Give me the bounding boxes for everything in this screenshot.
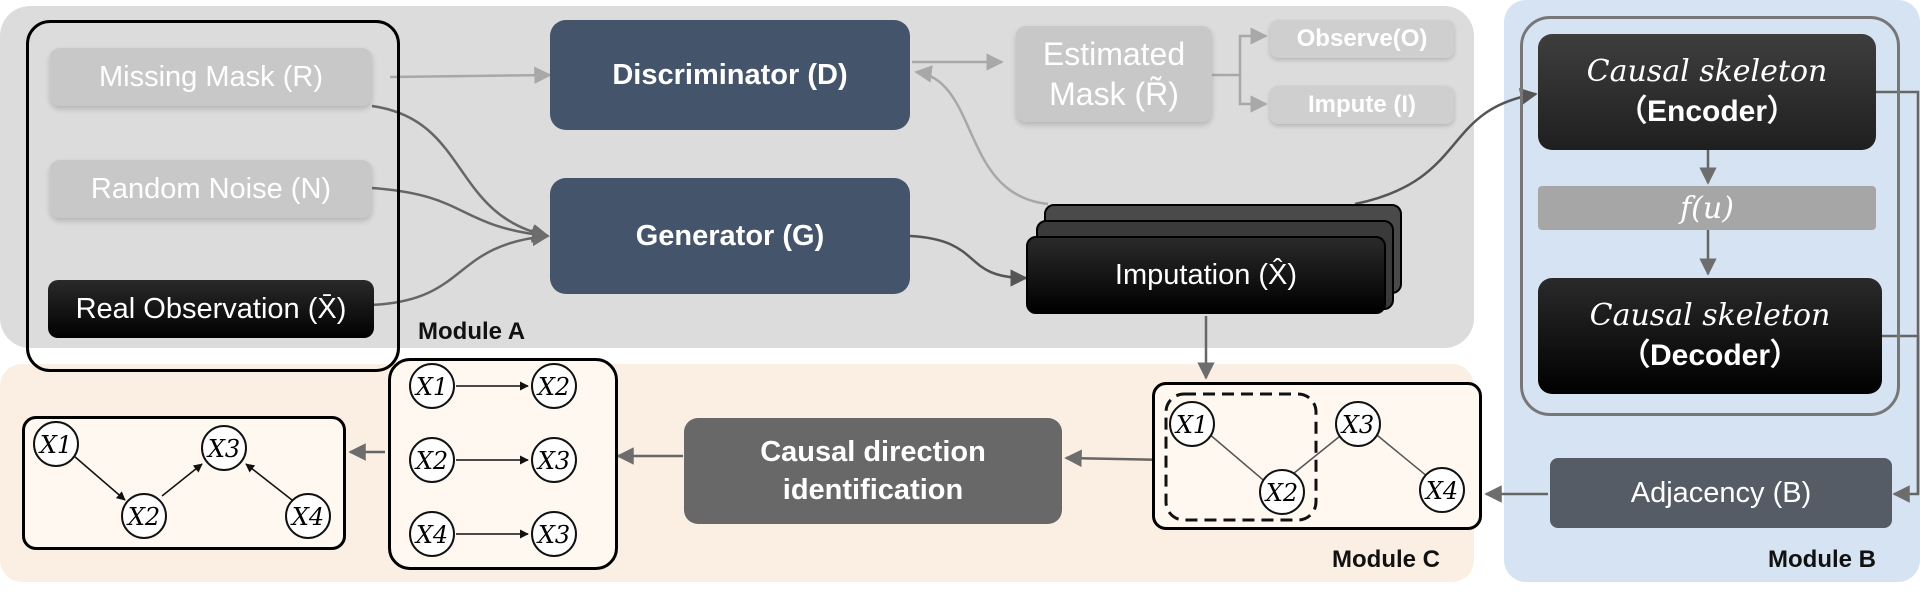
dag-node-x3: X3	[201, 425, 247, 471]
skeleton-to-direction-arrow	[1064, 449, 1169, 468]
mask-to-observe-arrow	[1212, 27, 1268, 77]
real-observation-label: Real Observation (X̄)	[75, 292, 347, 325]
dag-node-x4: X4	[285, 493, 331, 539]
svg-text:X4: X4	[290, 503, 324, 531]
node-x4: X4	[1419, 467, 1465, 513]
svg-text:X4: X4	[414, 521, 448, 549]
svg-text:X2: X2	[1264, 479, 1298, 507]
fu-box: f(u)	[1538, 186, 1876, 230]
mask-to-generator-arrow	[371, 104, 550, 242]
svg-text:X1: X1	[414, 373, 448, 401]
encoder-line2: （Encoder）	[1616, 95, 1798, 128]
directed-pairs-graph: X1 X2 X2 X3 X4 X3	[409, 363, 577, 557]
encoder-line1: Causal skeleton	[1586, 54, 1828, 89]
pair-node-x2-top: X2	[531, 363, 577, 409]
module-c-label: Module C	[1332, 546, 1440, 573]
decoder-box: Causal skeleton （Decoder）	[1538, 278, 1882, 394]
generator-box: Generator (G)	[550, 178, 910, 294]
generator-to-imputation-arrow	[909, 234, 1028, 287]
imputation-to-discriminator-arrow	[914, 65, 1049, 206]
real-observation-box: Real Observation (X̄)	[48, 280, 374, 338]
svg-text:X1: X1	[1174, 411, 1208, 439]
impute-box: Impute (I)	[1270, 86, 1454, 124]
random-noise-label: Random Noise (N)	[90, 172, 332, 205]
module-b-label: Module B	[1768, 546, 1876, 573]
svg-text:X1: X1	[38, 431, 72, 459]
generator-label: Generator (G)	[635, 219, 825, 252]
causal-direction-box: Causal direction identification	[684, 418, 1062, 524]
final-dag-graph: X1 X2 X3 X4	[33, 421, 331, 539]
adjacency-label: Adjacency (B)	[1630, 476, 1812, 509]
dag-edge-x1-x2	[73, 455, 126, 501]
adjacency-box: Adjacency (B)	[1550, 458, 1892, 528]
node-x3: X3	[1335, 401, 1381, 447]
pair-node-x1: X1	[409, 363, 455, 409]
pair-node-x3-mid: X3	[531, 437, 577, 483]
svg-text:X2: X2	[536, 373, 570, 401]
svg-text:X3: X3	[206, 435, 240, 463]
svg-text:X2: X2	[126, 503, 160, 531]
module-a-label: Module A	[418, 318, 526, 345]
svg-text:X3: X3	[1340, 411, 1374, 439]
imputation-label: Imputation (X̂)	[1114, 258, 1298, 291]
node-x2: X2	[1259, 469, 1305, 515]
observation-to-generator-arrow	[371, 228, 550, 307]
dag-edge-x2-x3	[161, 463, 203, 497]
mask-to-discriminator-arrow	[389, 66, 552, 84]
dag-node-x2: X2	[121, 493, 167, 539]
impute-label: Impute (I)	[1308, 91, 1416, 118]
observe-label: Observe(O)	[1296, 25, 1428, 52]
skeleton-graph: X1 X2 X3 X4	[1164, 392, 1465, 522]
discriminator-label: Discriminator (D)	[612, 58, 848, 91]
svg-text:X3: X3	[536, 447, 570, 475]
causal-direction-line1: Causal direction	[760, 436, 986, 468]
svg-text:X2: X2	[414, 447, 448, 475]
input-frame	[26, 20, 400, 372]
dag-edge-x4-x3	[245, 463, 293, 501]
decoder-line2: （Decoder）	[1619, 339, 1801, 372]
random-noise-box: Random Noise (N)	[50, 160, 372, 218]
estimated-mask-line1: Estimated	[1042, 36, 1186, 72]
svg-text:X3: X3	[536, 521, 570, 549]
pair-node-x4: X4	[409, 511, 455, 557]
mask-to-impute-arrow	[1238, 75, 1268, 113]
autoencoder-frame	[1520, 16, 1900, 416]
imputation-box: Imputation (X̂)	[1026, 236, 1386, 314]
selected-pair-outline	[1164, 392, 1318, 522]
discriminator-box: Discriminator (D)	[550, 20, 910, 130]
noise-to-generator-arrow	[371, 186, 550, 244]
estimated-mask-line2: Mask (R̃)	[1049, 76, 1179, 112]
missing-mask-label: Missing Mask (R)	[99, 60, 323, 93]
pair-node-x2: X2	[409, 437, 455, 483]
pair-node-x3-bottom: X3	[531, 511, 577, 557]
svg-text:X4: X4	[1424, 477, 1458, 505]
dag-node-x1: X1	[33, 421, 79, 467]
decoder-line1: Causal skeleton	[1589, 298, 1831, 333]
fu-label: f(u)	[1680, 190, 1734, 226]
node-x1: X1	[1169, 401, 1215, 447]
causal-direction-line2: identification	[782, 474, 964, 506]
missing-mask-box: Missing Mask (R)	[50, 48, 372, 106]
imputation-to-encoder-arrow	[1354, 87, 1538, 206]
observe-box: Observe(O)	[1270, 20, 1454, 58]
encoder-box: Causal skeleton （Encoder）	[1538, 34, 1876, 150]
estimated-mask-box: Estimated Mask (R̃)	[1016, 26, 1212, 122]
